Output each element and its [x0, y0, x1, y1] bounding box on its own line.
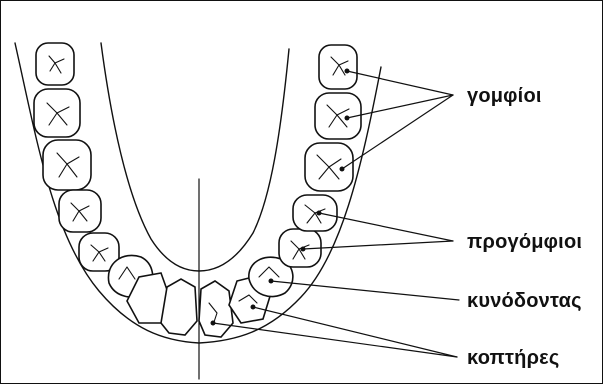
left-molar-1 [36, 43, 74, 85]
right-molar-1 [319, 45, 357, 89]
right-premolar-1 [293, 195, 337, 231]
right-incisor-1 [199, 281, 233, 337]
left-molar-3 [43, 140, 91, 190]
label-incisors: κοπτήρες [467, 347, 559, 370]
label-molars: γομφίοι [467, 85, 542, 108]
left-incisor-1 [161, 279, 197, 335]
left-premolar-1 [59, 190, 101, 232]
label-premolars: προγόμφιοι [467, 231, 582, 254]
left-molar-2 [34, 89, 80, 137]
inner-arch-outline [101, 43, 289, 271]
label-canine: κυνόδοντας [467, 290, 582, 313]
canine-leader-line [271, 281, 459, 300]
